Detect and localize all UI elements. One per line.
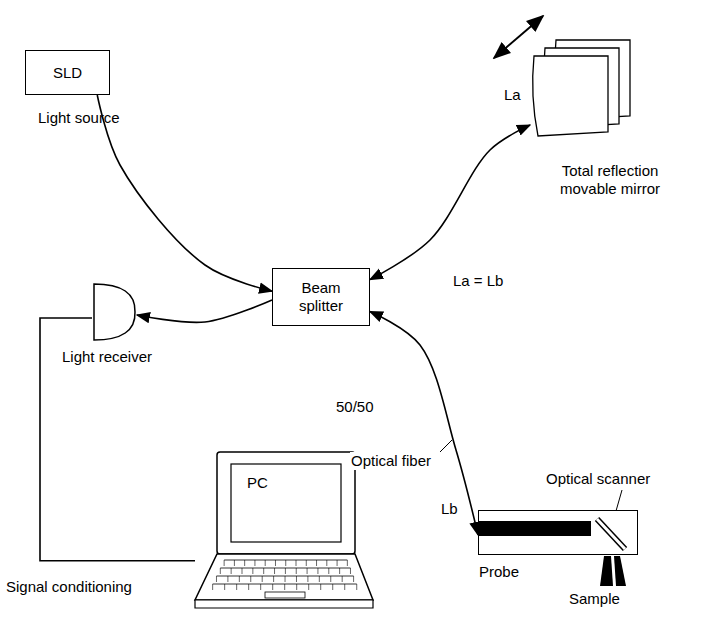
screen-frame <box>217 452 355 554</box>
key-divider <box>239 576 240 582</box>
scanner-mirror <box>597 519 625 549</box>
scanner-label: Optical scanner <box>545 470 651 488</box>
box-label: Beam splitter <box>273 277 369 317</box>
leader-line <box>440 440 452 452</box>
key-divider <box>350 568 351 574</box>
key-divider <box>272 584 273 590</box>
key-divider <box>330 576 331 582</box>
key-divider <box>332 584 333 590</box>
source-box: SLDLight source <box>25 50 110 95</box>
key-divider <box>342 576 343 582</box>
key-divider <box>220 568 221 574</box>
caption-label: Total reflection movable mirror <box>535 162 685 198</box>
key-divider <box>242 568 243 574</box>
key-divider <box>275 560 276 566</box>
key-divider <box>307 576 308 582</box>
screen-label: PC <box>247 474 268 492</box>
key-divider <box>224 584 225 590</box>
key-divider <box>285 576 286 582</box>
caption-label: Probe <box>479 563 519 581</box>
key-divider <box>296 584 297 590</box>
splitter-box: Beam splitter <box>272 268 370 326</box>
motion-arrow <box>494 16 543 58</box>
fiber-label: Optical fiber <box>350 452 432 470</box>
key-divider <box>248 584 249 590</box>
key-divider <box>274 568 275 574</box>
scanner-mirror <box>597 519 625 549</box>
receiver-symbol: Light receiver <box>92 282 137 342</box>
mirror-symbol: Total reflection movable mirror <box>530 40 630 140</box>
key-divider <box>296 576 297 582</box>
optical-fiber <box>137 300 272 322</box>
key-divider <box>231 568 232 574</box>
key-divider <box>216 576 217 582</box>
key-divider <box>236 584 237 590</box>
key-divider <box>344 584 345 590</box>
key-divider <box>326 560 327 566</box>
key-divider <box>353 576 354 582</box>
key-divider <box>263 568 264 574</box>
key-divider <box>265 560 266 566</box>
key-divider <box>212 584 213 590</box>
key-divider <box>234 560 235 566</box>
length-label: La <box>503 86 522 104</box>
key-divider <box>273 576 274 582</box>
key-divider <box>252 568 253 574</box>
receiver-drawing <box>92 282 137 342</box>
box-label: SLD <box>47 62 88 84</box>
caption-label: Light receiver <box>62 348 152 366</box>
touchpad <box>265 592 305 598</box>
key-divider <box>260 584 261 590</box>
key-divider <box>356 584 357 590</box>
optical-fiber <box>370 125 530 280</box>
ratio-label: 50/50 <box>335 398 375 416</box>
base-edge <box>195 600 373 608</box>
light-beam <box>614 556 626 586</box>
key-divider <box>244 560 245 566</box>
signal-label: Signal conditioning <box>5 578 133 596</box>
key-divider <box>254 560 255 566</box>
key-divider <box>347 560 348 566</box>
key-divider <box>307 568 308 574</box>
key-divider <box>250 576 251 582</box>
optical-fiber <box>97 95 272 291</box>
screen <box>231 464 341 542</box>
key-divider <box>285 568 286 574</box>
key-divider <box>224 560 225 566</box>
key-divider <box>320 584 321 590</box>
key-divider <box>306 560 307 566</box>
key-divider <box>284 584 285 590</box>
key-divider <box>285 560 286 566</box>
receiver-outline <box>94 284 135 340</box>
probe-drawing <box>479 511 639 556</box>
key-divider <box>262 576 263 582</box>
optical-fiber <box>370 312 478 535</box>
key-divider <box>308 584 309 590</box>
signal-wire <box>40 318 195 561</box>
sample-label: Sample <box>568 590 621 608</box>
key-divider <box>319 576 320 582</box>
key-divider <box>227 576 228 582</box>
mirror-sheet <box>533 56 608 136</box>
key-divider <box>328 568 329 574</box>
laptop-drawing <box>195 452 373 612</box>
mirror-drawing <box>530 40 630 140</box>
key-divider <box>339 568 340 574</box>
key-divider <box>296 568 297 574</box>
keyboard-base <box>195 554 373 600</box>
equation-label: La = Lb <box>452 272 504 290</box>
probe-fiber <box>479 521 591 536</box>
length-label: Lb <box>440 500 459 518</box>
probe-box: Probe <box>478 510 638 555</box>
caption-label: Light source <box>38 109 120 127</box>
key-divider <box>296 560 297 566</box>
key-divider <box>337 560 338 566</box>
key-divider <box>317 568 318 574</box>
computer-symbol: PC <box>195 452 373 612</box>
light-beam <box>600 556 613 586</box>
key-divider <box>316 560 317 566</box>
